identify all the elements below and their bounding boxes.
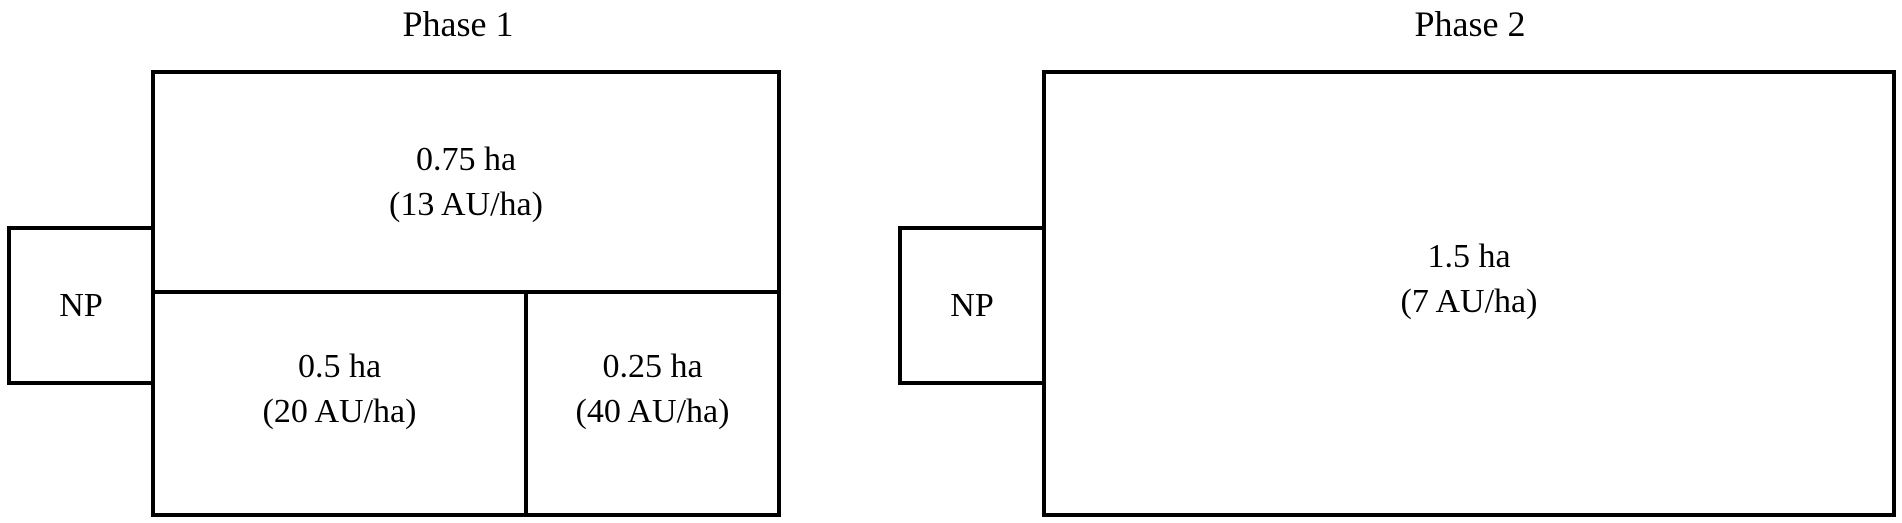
paddock-small-area: 0.25 ha	[602, 347, 703, 385]
phase2-title: Phase 2	[1414, 4, 1526, 44]
phase1-paddock-small: 0.25 ha (40 AU/ha)	[528, 294, 777, 513]
phase1-paddock-large: 0.75 ha (13 AU/ha)	[155, 74, 777, 290]
phase1-horizontal-divider	[151, 290, 781, 294]
phase1-vertical-divider	[524, 290, 528, 517]
paddock-mid-stocking: (20 AU/ha)	[262, 392, 417, 430]
phase2-np-box: NP	[898, 226, 1046, 385]
phase2-np-label: NP	[950, 287, 994, 324]
paddock-small-stocking: (40 AU/ha)	[575, 392, 730, 430]
paddock-mid-area: 0.5 ha	[297, 347, 382, 385]
phase1-title: Phase 1	[402, 4, 514, 44]
paddock-full-area: 1.5 ha	[1427, 237, 1511, 275]
phase2-paddock-full: 1.5 ha (7 AU/ha)	[1042, 70, 1896, 517]
paddock-large-area: 0.75 ha	[415, 141, 517, 178]
phase1-np-box: NP	[7, 226, 155, 385]
paddock-large-stocking: (13 AU/ha)	[389, 186, 543, 223]
phase1-np-label: NP	[59, 287, 103, 324]
paddock-full-stocking: (7 AU/ha)	[1400, 282, 1538, 320]
phase1-paddock-mid: 0.5 ha (20 AU/ha)	[155, 294, 524, 513]
